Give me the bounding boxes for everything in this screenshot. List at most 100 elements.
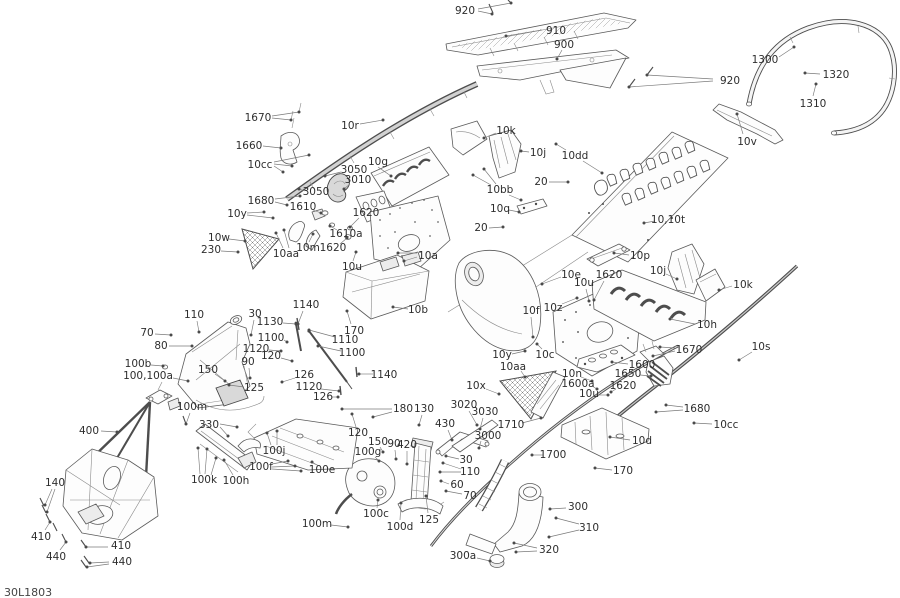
callout-1680: 1680 [654, 403, 710, 415]
leader-line [718, 285, 733, 291]
fastener-dot [405, 462, 409, 466]
leader-line [693, 422, 713, 425]
leader-line [86, 563, 110, 568]
leader-line [204, 448, 208, 475]
fastener-dot [658, 345, 662, 349]
part-label: 170 [613, 465, 633, 477]
leader-line [418, 414, 423, 426]
part-label: 10aa [273, 248, 299, 260]
part-brace-1710 [530, 371, 566, 419]
leader-line [223, 459, 234, 476]
fastener-dot [540, 282, 544, 286]
callout-10z: 10z [544, 296, 579, 314]
part-label: 440 [112, 556, 132, 568]
callout-100e: 100e [309, 460, 335, 476]
fastener-dot [399, 501, 403, 505]
fastener-dot [737, 358, 741, 362]
fastener-dot [814, 82, 818, 86]
part-label: 1610 [290, 201, 317, 213]
callout-170: 170 [344, 309, 364, 337]
fastener-dot [249, 333, 253, 337]
part-label: 310 [579, 522, 599, 534]
leader-line [485, 388, 500, 395]
callout-10aa: 10aa [273, 228, 299, 260]
callout-100b: 100b [125, 358, 165, 370]
callout-120: 120 [348, 412, 368, 439]
leader-line [477, 2, 512, 10]
part-label: 100h [223, 475, 250, 487]
leader-line [556, 49, 563, 60]
fastener-dot [293, 464, 297, 468]
leader-line [613, 252, 630, 256]
callout-330: 330 [199, 419, 239, 438]
part-label: 3000 [475, 430, 502, 442]
fastener-dot [575, 296, 579, 300]
callout-100f: 100f [249, 459, 303, 473]
fastener-dot [184, 422, 188, 426]
part-label: 10z [544, 302, 563, 314]
leader-line [778, 46, 795, 58]
fastener-dot [274, 231, 278, 235]
callout-100c: 100c [363, 498, 389, 520]
leader-line [508, 209, 520, 213]
part-label: 100b [125, 358, 152, 370]
leader-line [271, 460, 289, 465]
fastener-dot [290, 359, 294, 363]
fastener-dot [345, 236, 349, 240]
part-label: 100j [263, 445, 286, 457]
part-label: 440 [46, 551, 66, 563]
leader-line [476, 557, 491, 562]
leader-line [154, 333, 172, 336]
fastener-dot [668, 317, 672, 321]
fastener-dot [48, 520, 52, 524]
part-label: 3030 [472, 406, 499, 418]
fastener-dot [348, 225, 352, 229]
leader-line [736, 113, 744, 135]
fastener-dot [651, 354, 655, 358]
fastener-dot [389, 174, 393, 178]
part-louver-plate [370, 146, 450, 207]
leader-line [197, 447, 201, 475]
callout-300a: 300a [450, 550, 492, 563]
callout-100g: 100g [355, 446, 381, 463]
leader-line [508, 194, 522, 201]
callout-920: 920 [627, 73, 740, 89]
part-label: 10g [368, 156, 388, 168]
fastener-dot [381, 450, 385, 454]
leader-line [643, 220, 656, 224]
fastener-dot [438, 470, 442, 474]
callout-125: 125 [419, 494, 439, 526]
leader-line [593, 280, 605, 301]
part-label: 1670 [245, 112, 272, 124]
fastener-dot [345, 309, 349, 313]
callout-150: 150 [198, 364, 227, 383]
leader-line [442, 462, 462, 470]
fastener-dot [377, 459, 381, 463]
leader-line [219, 426, 229, 437]
part-label: 410 [111, 540, 131, 552]
callout-100j: 100j [263, 429, 286, 457]
fastener-dot [675, 277, 679, 281]
callout-150: 150 [368, 436, 388, 454]
callout-920: 920 [455, 1, 513, 17]
callout-10j: 10j [519, 147, 546, 159]
leader-line [515, 550, 538, 553]
callout-1100: 1100 [316, 344, 365, 359]
callout-140: 140 [43, 477, 65, 514]
fastener-dot [396, 251, 400, 255]
callout-1620: 1620 [592, 269, 622, 302]
fastener-dot [490, 12, 494, 16]
callout-125: 125 [227, 382, 264, 394]
leader-line [659, 346, 676, 349]
fastener-dot [566, 180, 570, 184]
callout-3020: 3020 [451, 399, 479, 427]
leader-line [548, 529, 580, 538]
callout-10dd: 10dd [554, 142, 604, 175]
part-label: 10j [530, 147, 546, 159]
fastener-dot [424, 494, 428, 498]
callout-10aa: 10aa [500, 361, 527, 379]
fastener-dot [226, 434, 230, 438]
part-cap-300a [489, 554, 505, 568]
callout-10d: 10d [608, 435, 652, 447]
fastener-dot [85, 565, 89, 569]
